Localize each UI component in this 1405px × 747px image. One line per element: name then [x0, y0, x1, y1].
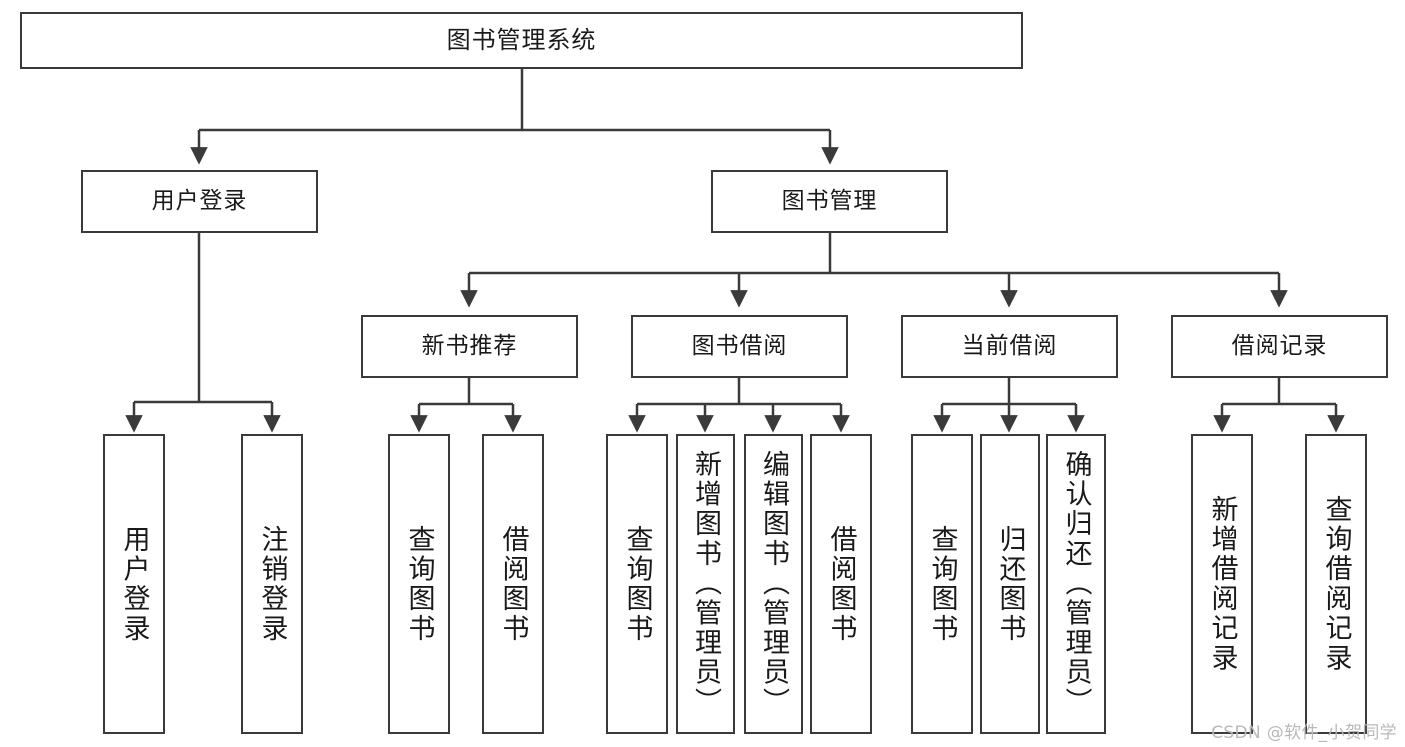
node-label: 用户登录 [118, 524, 150, 644]
node-label: 图书管理系统 [446, 26, 597, 55]
node-label: 编辑图书（管理员） [758, 450, 789, 718]
node-current-borrow[interactable]: 当前借阅 [901, 315, 1118, 378]
node-label: 借阅图书 [825, 524, 857, 644]
node-label: 查询图书 [621, 524, 653, 644]
node-book-borrow[interactable]: 图书借阅 [631, 315, 848, 378]
node-root-book-management-system[interactable]: 图书管理系统 [20, 12, 1023, 69]
node-label: 查询图书 [926, 524, 958, 644]
node-user-login[interactable]: 用户登录 [81, 170, 318, 233]
leaf-query-book-current[interactable]: 查询图书 [911, 434, 973, 734]
watermark: CSDN @软件_小贺同学 [1211, 723, 1397, 743]
node-label: 新增借阅记录 [1206, 494, 1238, 674]
leaf-logout-login[interactable]: 注销登录 [241, 434, 303, 734]
node-label: 确认归还（管理员） [1060, 450, 1092, 718]
node-label: 图书管理 [781, 187, 878, 214]
leaf-add-book-admin[interactable]: 新增图书（管理员） [676, 434, 735, 734]
node-label: 借阅记录 [1231, 332, 1328, 359]
node-label: 查询借阅记录 [1320, 494, 1352, 674]
node-label: 图书借阅 [691, 332, 788, 359]
leaf-confirm-return-admin[interactable]: 确认归还（管理员） [1046, 434, 1106, 734]
node-label: 借阅图书 [497, 524, 529, 644]
leaf-return-book[interactable]: 归还图书 [980, 434, 1040, 734]
node-label: 用户登录 [151, 187, 248, 214]
leaf-edit-book-admin[interactable]: 编辑图书（管理员） [744, 434, 803, 734]
leaf-query-borrow-record[interactable]: 查询借阅记录 [1305, 434, 1367, 734]
leaf-borrow-book[interactable]: 借阅图书 [810, 434, 872, 734]
node-label: 注销登录 [256, 524, 288, 644]
node-label: 新书推荐 [421, 332, 518, 359]
leaf-user-login[interactable]: 用户登录 [103, 434, 165, 734]
leaf-query-book-borrow[interactable]: 查询图书 [606, 434, 668, 734]
leaf-add-borrow-record[interactable]: 新增借阅记录 [1191, 434, 1253, 734]
node-label: 新增图书（管理员） [690, 450, 721, 718]
leaf-query-book-recommend[interactable]: 查询图书 [388, 434, 450, 734]
leaf-borrow-book-recommend[interactable]: 借阅图书 [482, 434, 544, 734]
node-label: 当前借阅 [961, 332, 1058, 359]
node-borrow-record[interactable]: 借阅记录 [1171, 315, 1388, 378]
node-label: 查询图书 [403, 524, 435, 644]
node-book-management[interactable]: 图书管理 [711, 170, 948, 233]
node-new-book-recommend[interactable]: 新书推荐 [361, 315, 578, 378]
node-label: 归还图书 [994, 524, 1026, 644]
